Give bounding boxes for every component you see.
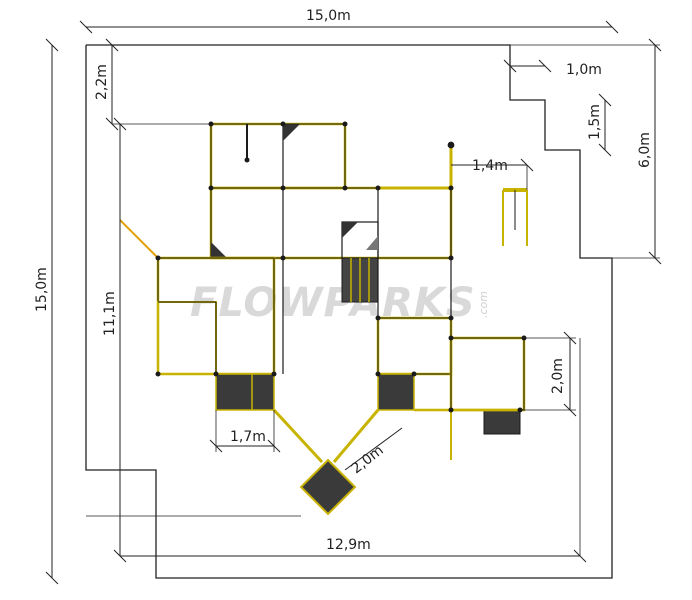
right-block bbox=[414, 336, 526, 460]
svg-text:1,7m: 1,7m bbox=[230, 429, 266, 445]
middle-block bbox=[209, 186, 453, 260]
structure-nodes bbox=[155, 121, 527, 413]
svg-text:12,9m: 12,9m bbox=[326, 537, 371, 553]
svg-text:.com: .com bbox=[477, 291, 490, 318]
svg-text:1,4m: 1,4m bbox=[472, 158, 508, 174]
svg-text:15,0m: 15,0m bbox=[34, 267, 50, 312]
svg-text:1,5m: 1,5m bbox=[587, 104, 603, 140]
top-tower bbox=[209, 122, 347, 190]
platform-lower bbox=[483, 409, 521, 435]
platform-center bbox=[377, 373, 415, 411]
swing bbox=[502, 188, 528, 246]
diagonal-bridge bbox=[272, 408, 380, 516]
stairs bbox=[341, 257, 379, 303]
svg-text:6,0m: 6,0m bbox=[637, 132, 653, 168]
svg-text:11,1m: 11,1m bbox=[102, 291, 118, 336]
svg-text:1,0m: 1,0m bbox=[566, 62, 602, 78]
platform-left bbox=[215, 373, 275, 411]
svg-text:2,2m: 2,2m bbox=[94, 64, 110, 100]
svg-text:2,0m: 2,0m bbox=[550, 358, 566, 394]
svg-text:2,0m: 2,0m bbox=[349, 442, 387, 477]
svg-text:15,0m: 15,0m bbox=[306, 8, 351, 24]
